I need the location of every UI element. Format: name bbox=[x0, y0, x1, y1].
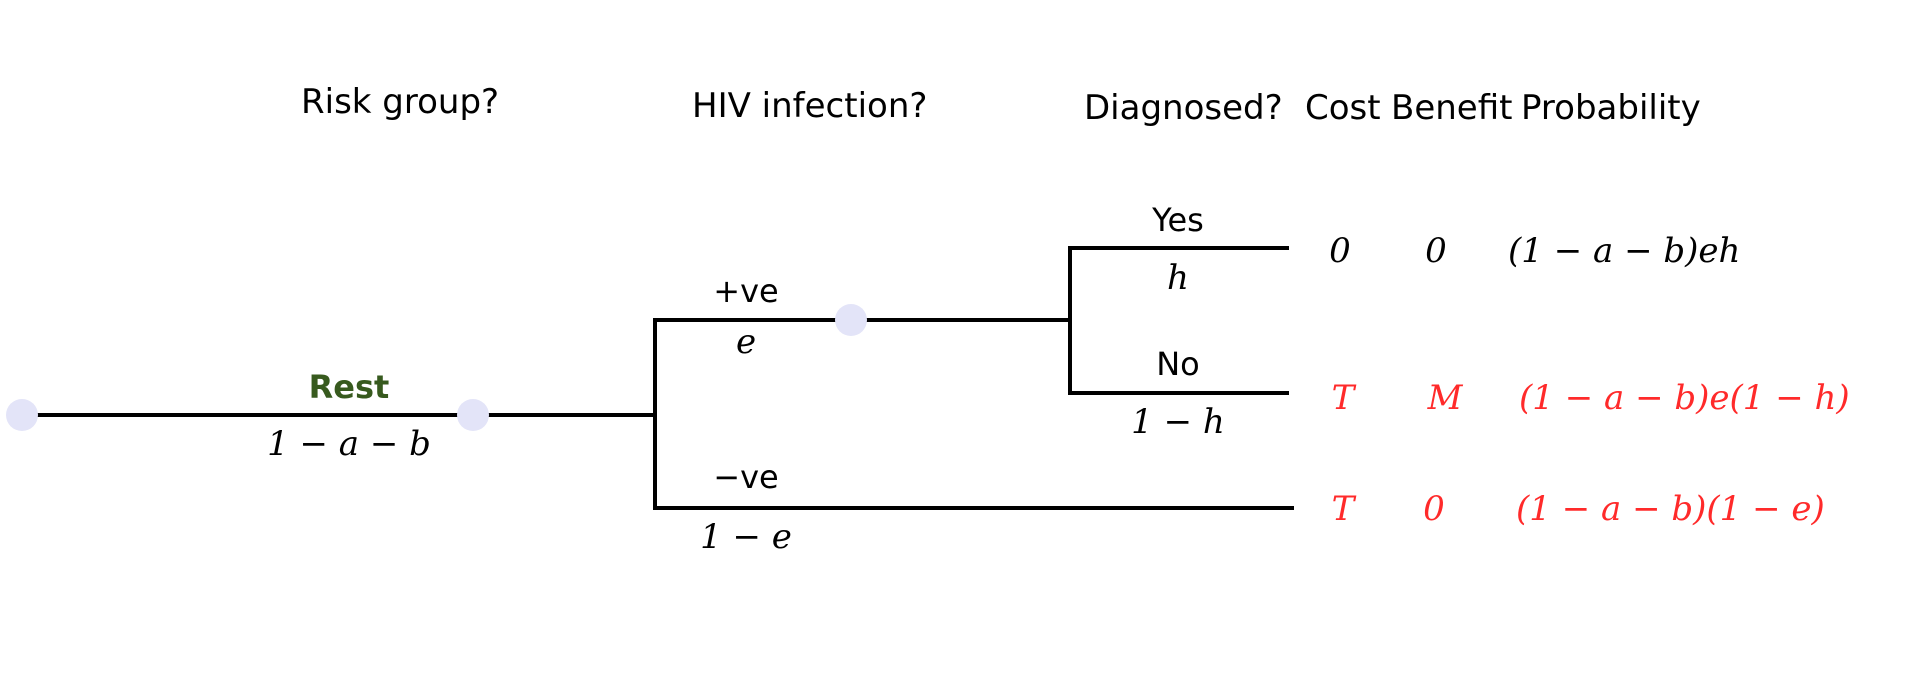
branch-positive-prob: e bbox=[736, 322, 756, 362]
outcome-probability: (1 − a − b)e(1 − h) bbox=[1519, 378, 1850, 418]
outcome-row-2: T M (1 − a − b)e(1 − h) bbox=[1332, 378, 1850, 418]
header-cost: Cost bbox=[1305, 88, 1381, 128]
header-hiv-infection: HIV infection? bbox=[692, 86, 927, 126]
branch-rest-prob: 1 − a − b bbox=[267, 424, 431, 464]
outcome-probability: (1 − a − b)(1 − e) bbox=[1516, 489, 1825, 529]
outcome-row-1: 0 0 (1 − a − b)eh bbox=[1329, 231, 1740, 271]
outcome-cost: T bbox=[1332, 489, 1357, 529]
outcome-probability: (1 − a − b)eh bbox=[1508, 231, 1740, 271]
branch-positive-label: +ve bbox=[713, 272, 778, 310]
branch-yes-prob: h bbox=[1167, 258, 1189, 298]
rest-node bbox=[457, 399, 489, 431]
branch-yes-label: Yes bbox=[1151, 201, 1204, 239]
outcome-cost: 0 bbox=[1329, 231, 1351, 271]
positive-node bbox=[835, 304, 867, 336]
root-node bbox=[6, 399, 38, 431]
outcome-benefit: M bbox=[1427, 378, 1464, 418]
branch-no-label: No bbox=[1156, 345, 1200, 383]
branch-rest-label: Rest bbox=[309, 368, 390, 406]
header-probability: Probability bbox=[1521, 88, 1701, 128]
header-benefit: Benefit bbox=[1391, 88, 1512, 128]
branch-no-prob: 1 − h bbox=[1131, 402, 1225, 442]
branch-negative-label: −ve bbox=[713, 458, 778, 496]
header-risk-group: Risk group? bbox=[301, 82, 499, 122]
header-diagnosed: Diagnosed? bbox=[1084, 88, 1283, 128]
outcome-cost: T bbox=[1332, 378, 1357, 418]
branch-negative-prob: 1 − e bbox=[700, 517, 792, 557]
outcome-benefit: 0 bbox=[1425, 231, 1447, 271]
outcome-row-3: T 0 (1 − a − b)(1 − e) bbox=[1332, 489, 1825, 529]
outcome-benefit: 0 bbox=[1423, 489, 1445, 529]
